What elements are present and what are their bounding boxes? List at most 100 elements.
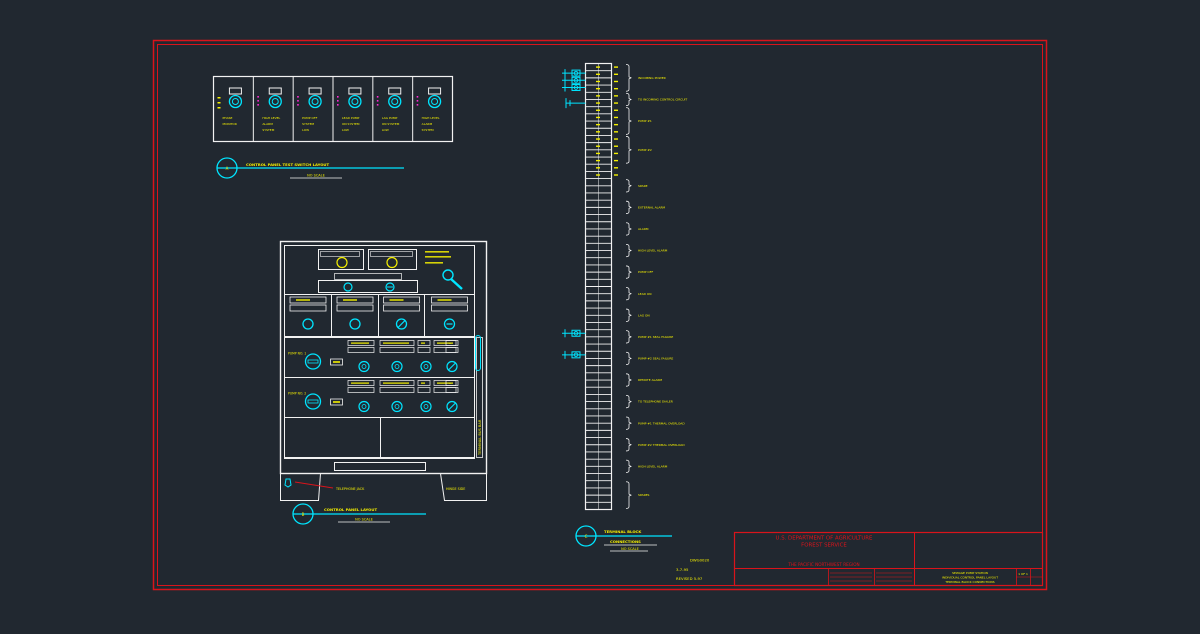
terminal-group-label: PUMP #1 THERMAL OVERLOAD bbox=[638, 421, 685, 425]
selector-label-text bbox=[389, 299, 404, 301]
terminal-bus-bar bbox=[476, 337, 483, 458]
switch-position-mark bbox=[217, 97, 221, 99]
terminal-number bbox=[614, 102, 618, 104]
terminal-group-label: HIGH LEVEL ALARM bbox=[638, 249, 668, 253]
terminal-group-brace bbox=[625, 481, 632, 509]
selector-section bbox=[284, 294, 475, 337]
terminal-number bbox=[596, 131, 600, 133]
switch-knob bbox=[228, 94, 243, 109]
pump-label-plate bbox=[347, 380, 375, 386]
handle-slot-right bbox=[475, 335, 481, 371]
switch-caption: ALARM bbox=[422, 122, 433, 126]
terminal-group-label: ALARM bbox=[638, 227, 649, 231]
terminal-group-label: LAG ON bbox=[638, 313, 650, 317]
region-name: THE PACIFIC NORTHWEST REGION bbox=[787, 562, 859, 567]
pump-label-text bbox=[437, 342, 451, 344]
title-block: U.S. DEPARTMENT OF AGRICULTURE FOREST SE… bbox=[733, 531, 1044, 587]
switch-label-plate bbox=[228, 87, 242, 95]
terminal-number bbox=[614, 131, 618, 133]
switch-knob-center bbox=[271, 98, 279, 105]
terminal-group-brace bbox=[625, 459, 632, 473]
selector-label-text bbox=[343, 299, 357, 301]
terminal-number bbox=[614, 145, 618, 147]
pump-label-plate bbox=[433, 387, 457, 393]
pump-label-plate bbox=[379, 340, 415, 346]
terminal-group-label: INCOMING POWER bbox=[638, 76, 666, 80]
pump-label-plate bbox=[379, 387, 415, 393]
pump-label-plate bbox=[417, 340, 431, 346]
terminal-group-label: SPARES bbox=[638, 493, 650, 497]
switch-position-dot bbox=[337, 104, 339, 106]
pump-indicator-lamp bbox=[420, 360, 432, 373]
terminal-group-label: EXTERNAL ALARM bbox=[638, 205, 666, 209]
switch-position-dot bbox=[257, 104, 259, 106]
switch-position-mark bbox=[217, 107, 221, 109]
terminal-group-brace bbox=[625, 351, 632, 366]
terminal-number bbox=[614, 73, 618, 75]
switch-knob-center bbox=[311, 98, 319, 105]
switch-caption: HIGH LEVEL bbox=[262, 116, 280, 120]
pump-lamp-center bbox=[361, 404, 367, 409]
terminal-number bbox=[614, 66, 618, 68]
wire-terminal-lug bbox=[571, 76, 581, 84]
pump-lamp-center bbox=[423, 404, 429, 409]
terminal-number bbox=[596, 152, 600, 155]
terminal-number bbox=[596, 159, 600, 162]
terminal-number bbox=[614, 80, 618, 83]
terminal-number bbox=[596, 116, 600, 119]
switch-position-dot bbox=[416, 96, 419, 98]
pump-label-text bbox=[421, 382, 425, 384]
switch-position-dot bbox=[257, 100, 259, 102]
terminal-number bbox=[596, 123, 600, 126]
switch-label-plate bbox=[428, 87, 442, 95]
sheet-border-outer bbox=[152, 39, 1048, 591]
lower-panel-left bbox=[284, 417, 381, 458]
terminal-group-brace bbox=[625, 136, 632, 164]
pump-label-plate bbox=[445, 387, 459, 393]
hinge-side-label: HINGE SIDE bbox=[446, 487, 465, 491]
telephone-jack-label: TELEPHONE JACK bbox=[335, 487, 365, 491]
meter-box-1 bbox=[318, 249, 364, 270]
top-note-3 bbox=[425, 262, 443, 264]
switch-position-dot bbox=[376, 96, 379, 98]
terminal-group-label: HIGH LEVEL ALARM bbox=[638, 464, 668, 468]
switch-caption: ALARM bbox=[262, 122, 273, 126]
meter-box-2-label bbox=[370, 251, 413, 257]
drawing-title-line-2: INDIVIDUAL CONTROL PANEL LAYOUT bbox=[942, 576, 998, 580]
sheet-border-inner bbox=[157, 44, 1043, 586]
terminal-group-label: PUMP OFF bbox=[638, 270, 653, 274]
pump-label-text bbox=[449, 342, 453, 344]
switch-knob bbox=[348, 94, 362, 109]
wire-terminal-screw bbox=[573, 85, 579, 90]
selector-label-plate-top bbox=[431, 296, 468, 304]
terminal-number bbox=[614, 159, 618, 162]
terminal-group-brace bbox=[625, 416, 632, 430]
switch-position-dot bbox=[337, 100, 339, 102]
terminal-group-brace bbox=[625, 222, 632, 236]
pump-label-text bbox=[383, 382, 409, 384]
meter-box-1-label bbox=[320, 251, 360, 257]
selector-knob bbox=[349, 318, 361, 330]
switch-caption: PHASE bbox=[223, 116, 233, 120]
meter-2-dial bbox=[386, 256, 398, 269]
pump-label-plate bbox=[433, 340, 457, 346]
pump-indicator-lamp bbox=[446, 360, 458, 373]
cabinet-foot-right bbox=[440, 473, 487, 501]
pump-indicator-lamp bbox=[391, 400, 403, 413]
pump-label-plate bbox=[433, 347, 457, 353]
pump-lamp-center bbox=[361, 364, 367, 369]
terminal-group-label: TO TELEPHONE DIALER bbox=[637, 400, 673, 404]
switch-label-plate bbox=[268, 87, 282, 95]
terminal-number bbox=[614, 167, 618, 169]
terminal-number bbox=[596, 66, 600, 68]
terminal-bus-bar-label: TERMINAL BUS BAR bbox=[478, 419, 482, 456]
top-note-1 bbox=[425, 251, 449, 253]
switch-position-dot bbox=[297, 104, 299, 106]
detail-c-title: TERMINAL BLOCK bbox=[604, 529, 642, 534]
switch-knob bbox=[308, 94, 322, 109]
switch-caption: SYSTEM bbox=[302, 122, 314, 126]
pump-label-text bbox=[449, 382, 453, 384]
pump-label-plate bbox=[417, 347, 431, 353]
